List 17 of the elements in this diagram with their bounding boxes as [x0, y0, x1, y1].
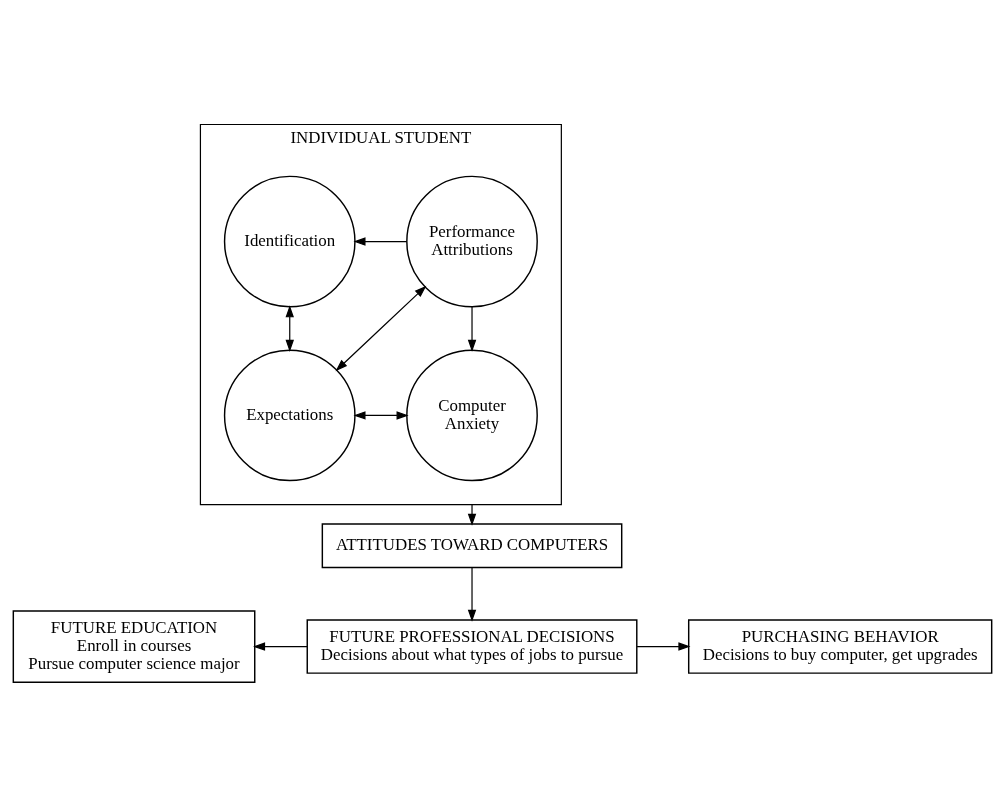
arrow	[353, 236, 408, 246]
arrow	[253, 641, 308, 651]
node-box: FUTURE PROFESSIONAL DECISIONS Decisions about what types of jobs to pursue	[306, 618, 638, 674]
node-box: PURCHASING BEHAVIOR Decisions to buy computer, get upgrades	[687, 618, 993, 674]
arrow	[285, 304, 294, 352]
node-box: FUTURE EDUCATION Enroll in courses Pursue computer science major	[12, 609, 256, 683]
node-box: ATTITUDES TOWARD COMPUTERS	[321, 522, 623, 568]
arrow	[636, 641, 691, 651]
node-circle: Expectations	[223, 349, 356, 481]
arrow	[353, 410, 409, 420]
arrow	[335, 285, 427, 371]
arrow	[467, 566, 477, 622]
arrow	[467, 306, 477, 352]
node-circle: Performance Attributions	[406, 175, 538, 307]
arrow	[467, 503, 477, 526]
node-circle: Identification	[223, 175, 356, 307]
node-circle: Computer Anxiety	[406, 349, 538, 481]
